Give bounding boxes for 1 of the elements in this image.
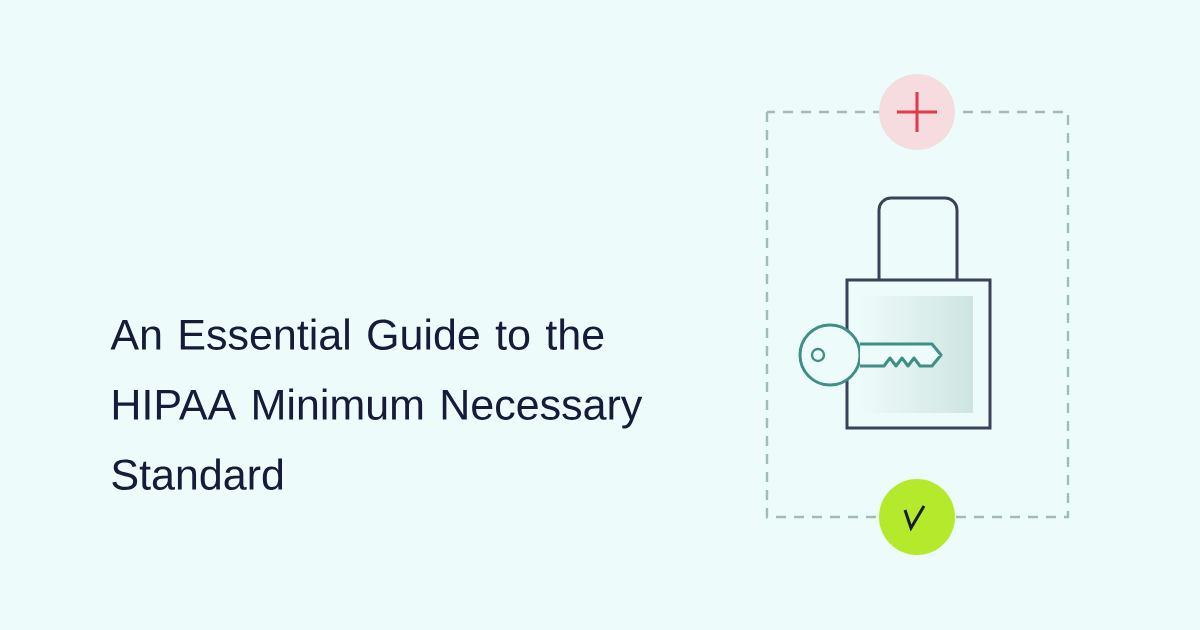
title: An Essential Guide to the HIPAA Minimum Necessary Standard — [110, 318, 643, 490]
